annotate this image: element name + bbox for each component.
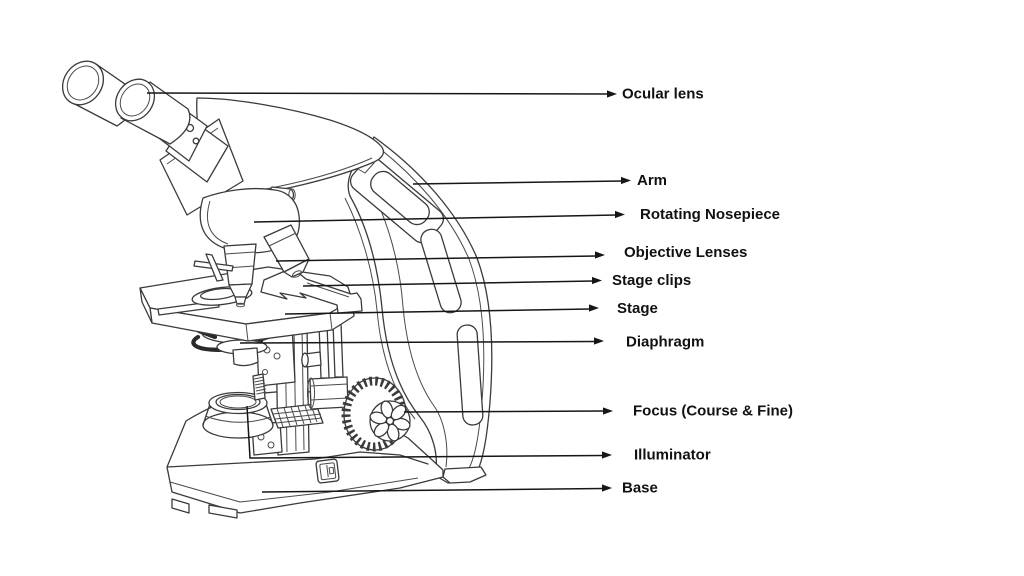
label-focus: Focus (Course & Fine) [633,403,793,420]
microscope-illuminator [202,391,274,439]
arrow-head-rotating-nosepiece [615,210,625,219]
ocular-lens-right [114,78,156,122]
label-stage-clips: Stage clips [612,272,691,289]
microscope-arm [344,136,493,484]
arm-slot-3 [456,324,484,426]
arm-slot-2 [420,228,462,314]
arrow-head-arm [621,176,631,185]
arrow-line-stage-clips [302,280,594,287]
arm-slot-1 [370,170,430,226]
arrow-head-base [602,484,612,492]
arrow-line-base [261,487,604,493]
microscope-ocular-lenses [61,60,191,145]
power-switch [315,458,340,484]
objective-center [223,243,257,286]
focus-knob [341,376,411,452]
arrow-head-stage-clips [592,276,602,285]
arrow-head-illuminator [602,451,612,459]
arm-foot [442,466,487,484]
arrow-line-arm [412,180,623,185]
arrow-line-illuminator [246,405,604,459]
arrow-head-objective-lenses [595,251,605,259]
stage-clip-right [260,270,363,314]
focus-rods [301,322,349,410]
label-diaphragm: Diaphragm [626,334,704,351]
label-arm: Arm [637,172,667,189]
arrow-line-ocular-lens [146,92,609,95]
label-stage: Stage [617,300,658,317]
microscope-stage [139,266,363,342]
base-foot-left [171,498,190,514]
base-vent-grid [270,403,324,429]
arrow-head-stage [589,304,599,312]
arrow-head-ocular-lens [607,90,617,98]
arrow-line-diaphragm [239,340,596,344]
arrow-line-stage [284,308,591,315]
stage-clip-left [193,253,234,282]
label-ocular-lens: Ocular lens [622,86,704,103]
label-base: Base [622,480,658,497]
illuminator-lens [215,393,261,411]
label-rotating-nosepiece: Rotating Nosepiece [640,206,780,223]
arrow-head-focus [603,407,613,415]
labels: Ocular lens Arm Rotating Nosepiece Objec… [612,86,793,497]
arrow-line-focus [403,410,605,413]
label-arrows [146,90,631,493]
label-objective-lenses: Objective Lenses [624,244,747,261]
base-foot-mid [208,504,238,519]
label-illuminator: Illuminator [634,447,711,464]
arrow-line-rotating-nosepiece [253,214,617,223]
arrow-line-objective-lenses [275,255,597,262]
arrow-head-diaphragm [594,337,604,345]
